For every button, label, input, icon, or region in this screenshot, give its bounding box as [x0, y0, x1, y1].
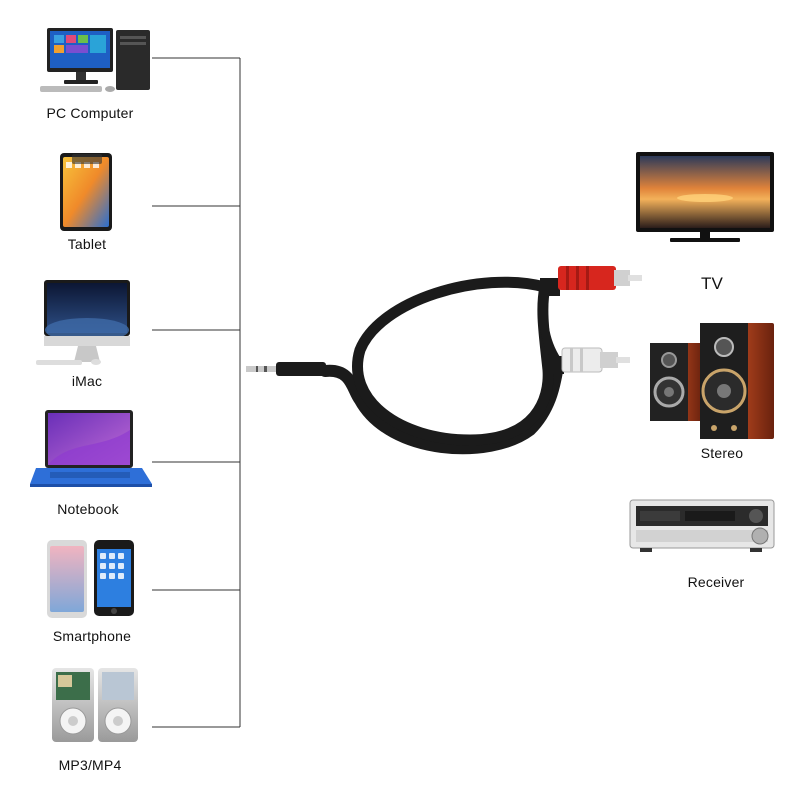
source-label-pc-computer: PC Computer [46, 105, 134, 121]
notebook-icon [30, 410, 152, 487]
mp3-player-icon [52, 668, 138, 742]
red-rca-plug-icon [540, 266, 642, 296]
output-label-receiver: Receiver [687, 574, 745, 590]
output-label-tv: TV [700, 274, 724, 293]
tablet-icon [60, 153, 112, 231]
white-rca-plug-icon [548, 347, 630, 374]
source-label-imac: iMac [71, 373, 103, 389]
pc-computer-icon [40, 28, 150, 92]
tv-icon [636, 152, 774, 242]
source-label-notebook: Notebook [57, 501, 119, 517]
output-label-stereo: Stereo [700, 445, 744, 461]
source-label-mp3-mp4: MP3/MP4 [58, 757, 122, 773]
source-label-tablet: Tablet [67, 236, 107, 252]
stereo-speakers-icon [650, 323, 774, 439]
receiver-icon [629, 499, 775, 552]
smartphone-icon [47, 540, 134, 618]
audio-cable [319, 276, 566, 455]
jack-plug-icon [246, 362, 326, 376]
source-bracket [152, 57, 241, 728]
imac-icon [36, 280, 130, 365]
source-label-smartphone: Smartphone [52, 628, 132, 644]
